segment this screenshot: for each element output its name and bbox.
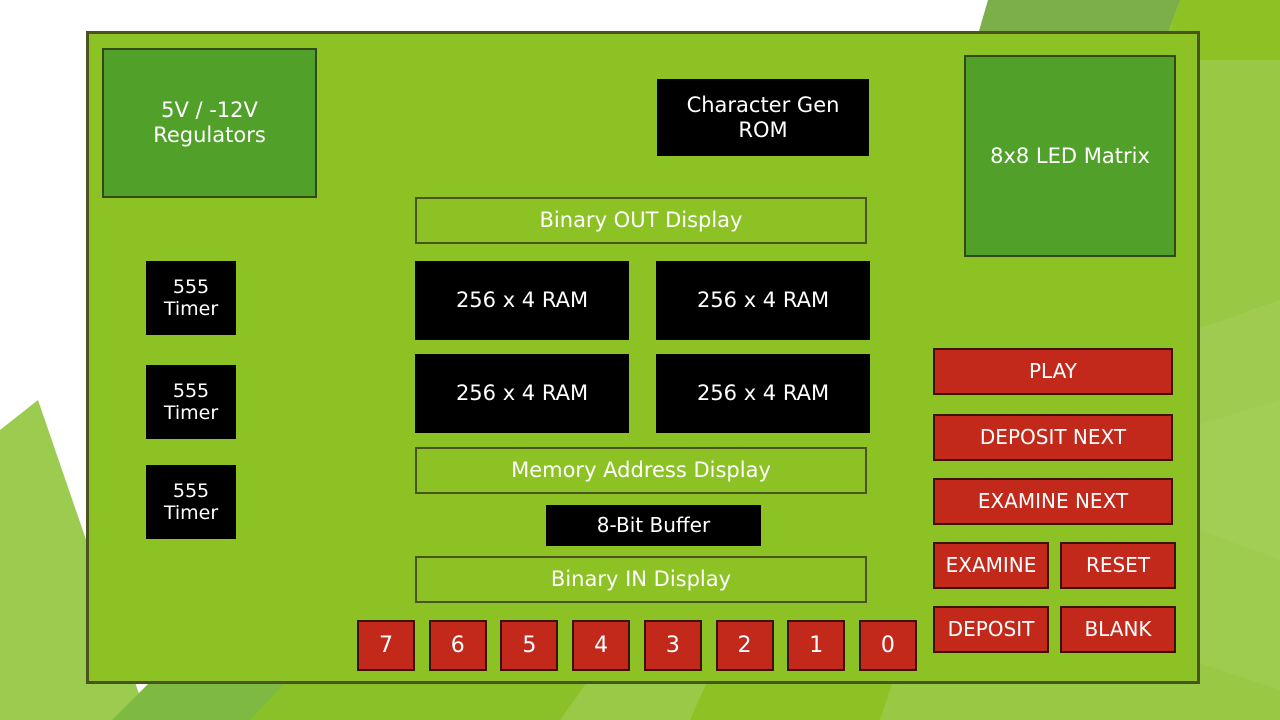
binary-in-display[interactable]: Binary IN Display xyxy=(415,556,867,603)
timer-2-line2: Timer xyxy=(163,402,219,424)
character-gen-rom-block[interactable]: Character Gen ROM xyxy=(657,79,869,156)
blank-button-label: BLANK xyxy=(1084,616,1152,641)
power-regulators-label: 5V / -12V Regulators xyxy=(153,98,266,148)
examine-button-label: EXAMINE xyxy=(945,552,1037,577)
bit-switch-row: 7 6 5 4 3 2 1 0 xyxy=(357,620,917,671)
reset-button[interactable]: RESET xyxy=(1060,542,1176,589)
timer-3-line2: Timer xyxy=(163,502,219,524)
ram-block-1-label: 256 x 4 RAM xyxy=(455,288,589,313)
deposit-button[interactable]: DEPOSIT xyxy=(933,606,1049,653)
ram-block-3-label: 256 x 4 RAM xyxy=(455,381,589,406)
timer-1-line1: 555 xyxy=(172,275,210,298)
ram-block-2[interactable]: 256 x 4 RAM xyxy=(656,261,870,340)
led-matrix-block[interactable]: 8x8 LED Matrix xyxy=(964,55,1176,257)
examine-next-button-label: EXAMINE NEXT xyxy=(977,488,1129,513)
memory-address-display-label: Memory Address Display xyxy=(511,458,771,483)
ram-block-4-label: 256 x 4 RAM xyxy=(696,381,830,406)
bit-switch-4[interactable]: 4 xyxy=(572,620,631,671)
bit-switch-3[interactable]: 3 xyxy=(643,620,702,671)
bit-switch-3-label: 3 xyxy=(665,633,680,658)
bit-switch-2-label: 2 xyxy=(737,633,752,658)
timer-2-label: 555 Timer xyxy=(164,380,218,425)
eight-bit-buffer-label: 8-Bit Buffer xyxy=(596,512,711,537)
bit-switch-5-label: 5 xyxy=(522,633,537,658)
examine-button[interactable]: EXAMINE xyxy=(933,542,1049,589)
bit-switch-7[interactable]: 7 xyxy=(357,620,415,671)
deposit-next-button-label: DEPOSIT NEXT xyxy=(979,424,1127,449)
led-matrix-label: 8x8 LED Matrix xyxy=(990,143,1150,168)
power-regulators-line1: 5V / -12V xyxy=(161,98,258,123)
bit-switch-7-label: 7 xyxy=(379,633,393,658)
deposit-next-button[interactable]: DEPOSIT NEXT xyxy=(933,414,1173,461)
binary-out-display-label: Binary OUT Display xyxy=(539,208,743,233)
blank-button[interactable]: BLANK xyxy=(1060,606,1176,653)
deco-shape-right-facet xyxy=(1195,300,1280,560)
board-panel: 5V / -12V Regulators Character Gen ROM 8… xyxy=(86,31,1200,684)
bit-switch-6-label: 6 xyxy=(450,633,465,658)
play-button[interactable]: PLAY xyxy=(933,348,1173,395)
timer-1-label: 555 Timer xyxy=(164,276,218,321)
ram-block-1[interactable]: 256 x 4 RAM xyxy=(415,261,629,340)
reset-button-label: RESET xyxy=(1085,552,1151,577)
timer-3-line1: 555 xyxy=(172,479,210,502)
char-gen-rom-line1: Character Gen xyxy=(686,92,840,117)
timer-block-3[interactable]: 555 Timer xyxy=(146,465,236,539)
timer-3-label: 555 Timer xyxy=(164,480,218,525)
bit-switch-6[interactable]: 6 xyxy=(428,620,487,671)
bit-switch-1[interactable]: 1 xyxy=(787,620,846,671)
examine-next-button[interactable]: EXAMINE NEXT xyxy=(933,478,1173,525)
memory-address-display[interactable]: Memory Address Display xyxy=(415,447,867,494)
bit-switch-0-label: 0 xyxy=(880,633,895,658)
ram-block-2-label: 256 x 4 RAM xyxy=(696,288,830,313)
timer-block-2[interactable]: 555 Timer xyxy=(146,365,236,439)
timer-2-line1: 555 xyxy=(172,379,210,402)
timer-block-1[interactable]: 555 Timer xyxy=(146,261,236,335)
eight-bit-buffer-block[interactable]: 8-Bit Buffer xyxy=(546,505,761,546)
bit-switch-0[interactable]: 0 xyxy=(858,620,917,671)
binary-in-display-label: Binary IN Display xyxy=(550,567,732,592)
bit-switch-5[interactable]: 5 xyxy=(500,620,559,671)
ram-block-4[interactable]: 256 x 4 RAM xyxy=(656,354,870,433)
bit-switch-4-label: 4 xyxy=(594,633,609,658)
binary-out-display[interactable]: Binary OUT Display xyxy=(415,197,867,244)
power-regulators-line2: Regulators xyxy=(153,123,266,147)
ram-block-3[interactable]: 256 x 4 RAM xyxy=(415,354,629,433)
bit-switch-2[interactable]: 2 xyxy=(715,620,774,671)
char-gen-rom-line2: ROM xyxy=(738,117,788,142)
character-gen-rom-label: Character Gen ROM xyxy=(687,93,840,143)
deposit-button-label: DEPOSIT xyxy=(947,616,1035,641)
play-button-label: PLAY xyxy=(1028,358,1077,383)
power-regulators-block[interactable]: 5V / -12V Regulators xyxy=(102,48,317,198)
bit-switch-1-label: 1 xyxy=(809,633,824,658)
timer-1-line2: Timer xyxy=(163,298,219,320)
